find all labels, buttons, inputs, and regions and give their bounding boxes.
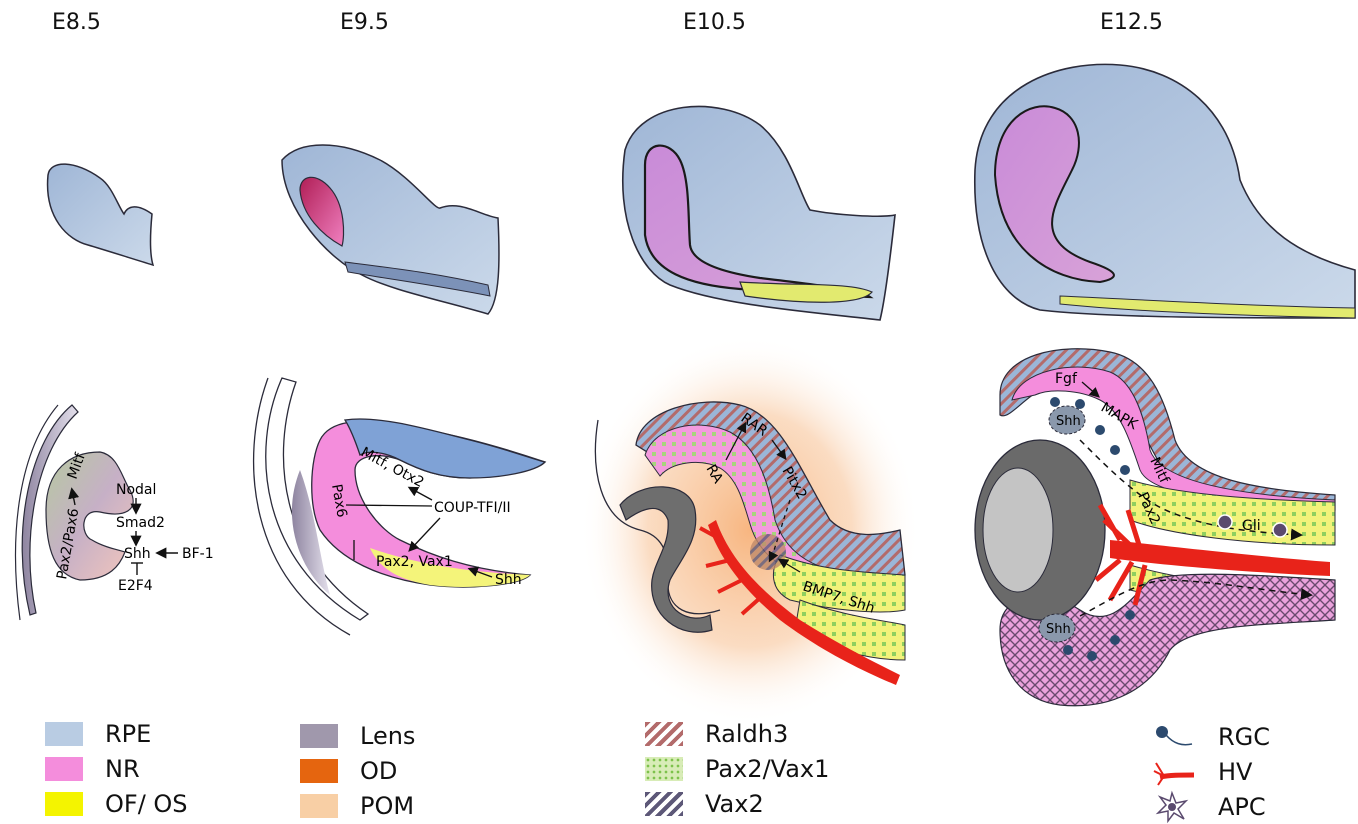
- legend-nr-swatch: [45, 757, 83, 781]
- legend-vax2-swatch: [645, 792, 683, 816]
- legend-hv: HV: [1150, 755, 1252, 789]
- e95-coup-label: COUP-TFI/II: [434, 500, 511, 516]
- e125-fgf-label: Fgf: [1055, 371, 1078, 387]
- legend-nr-label: NR: [105, 755, 140, 783]
- legend-rpe-label: RPE: [105, 720, 151, 748]
- legend-od-label: OD: [360, 757, 397, 785]
- legend-pax2-vax1-swatch: [645, 757, 683, 781]
- e125-lens: [975, 440, 1105, 620]
- legend-od-swatch: [300, 759, 338, 783]
- e125-shh-bottom-label: Shh: [1046, 622, 1071, 637]
- legend-pax2-vax1-label: Pax2/Vax1: [705, 755, 829, 783]
- legend-pom-label: POM: [360, 792, 414, 820]
- legend-pax2-vax1: Pax2/Vax1: [645, 755, 829, 783]
- legend-lens: Lens: [300, 722, 415, 750]
- e125-gli-label: Gli: [1242, 518, 1261, 534]
- legend-pom: POM: [300, 792, 414, 820]
- hv-icon: [1150, 755, 1196, 789]
- legend-rgc-label: RGC: [1218, 723, 1270, 751]
- legend-rpe: RPE: [45, 720, 151, 748]
- rgc-icon: [1150, 720, 1196, 754]
- e95-arrow-otx2: [410, 488, 432, 500]
- legend-of-os-swatch: [45, 792, 83, 816]
- legend-raldh3-label: Raldh3: [705, 720, 788, 748]
- legend-of-os-label: OF/ OS: [105, 790, 188, 818]
- legend-raldh3-swatch: [645, 722, 683, 746]
- e85-shh-label: Shh: [124, 546, 151, 562]
- legend-apc-label: APC: [1218, 793, 1266, 821]
- legend-rpe-swatch: [45, 722, 83, 746]
- e85-bf1-label: BF-1: [182, 546, 214, 562]
- legend-vax2: Vax2: [645, 790, 764, 818]
- e85-optic-vesicle: [48, 164, 153, 265]
- legend-nr: NR: [45, 755, 140, 783]
- legend-hv-label: HV: [1218, 758, 1252, 786]
- e95-shh-label: Shh: [495, 572, 522, 588]
- e125-shh-top-label: Shh: [1056, 414, 1081, 429]
- legend-vax2-label: Vax2: [705, 790, 764, 818]
- e95-pax2-vax1-label: Pax2, Vax1: [376, 554, 453, 570]
- legend-lens-label: Lens: [360, 722, 415, 750]
- legend-lens-swatch: [300, 724, 338, 748]
- legend-rgc: RGC: [1150, 720, 1270, 754]
- e95-arrow-pax2: [410, 518, 440, 550]
- legend-od: OD: [300, 757, 397, 785]
- legend-of-os: OF/ OS: [45, 790, 188, 818]
- e85-e2f4-label: E2F4: [118, 578, 153, 594]
- e125-optic-cup: [975, 64, 1355, 318]
- legend-pom-swatch: [300, 794, 338, 818]
- legend-raldh3: Raldh3: [645, 720, 788, 748]
- e105-optic-cup: [623, 106, 895, 320]
- e85-nodal-label: Nodal: [116, 482, 156, 498]
- e95-optic-cup: [282, 145, 499, 314]
- e85-smad2-label: Smad2: [116, 515, 165, 531]
